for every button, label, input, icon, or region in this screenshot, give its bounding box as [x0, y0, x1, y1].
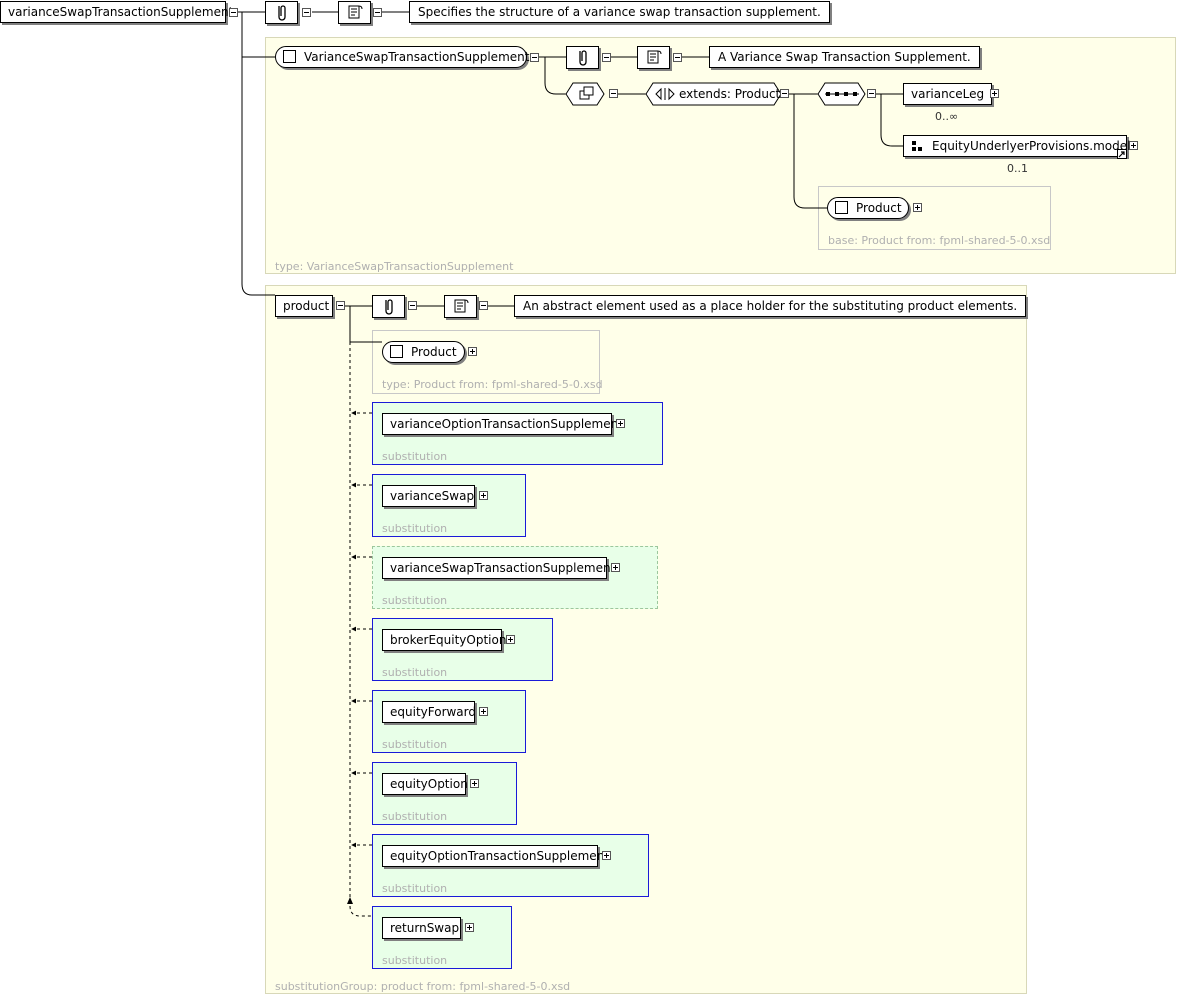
collapse-icon[interactable]	[373, 8, 382, 17]
group-icon	[912, 141, 922, 151]
product-type-node[interactable]: Product	[382, 341, 465, 363]
expand-icon[interactable]	[465, 923, 474, 932]
root-element[interactable]: varianceSwapTransactionSupplement	[0, 1, 233, 23]
substitution-element[interactable]: varianceSwapTransactionSupplement	[382, 557, 615, 579]
collapse-icon[interactable]	[530, 53, 539, 62]
substitution-element[interactable]: varianceSwap	[382, 485, 475, 507]
annotation-icon	[566, 46, 599, 69]
substitution-element[interactable]: equityOption	[382, 773, 468, 795]
substitution-element[interactable]: equityOptionTransactionSupplement	[382, 845, 609, 867]
substitution-caption: substitution	[382, 450, 448, 463]
substitution-caption: substitution	[382, 666, 448, 679]
group-label: EquityUnderlyerProvisions.model	[932, 139, 1131, 153]
reference-arrow-icon	[1117, 149, 1127, 159]
complex-type-node[interactable]: VarianceSwapTransactionSupplement	[275, 46, 530, 68]
product-documentation: An abstract element used as a place hold…	[514, 295, 1027, 317]
equity-underlyer-provisions-group[interactable]: EquityUnderlyerProvisions.model	[903, 135, 1131, 157]
documentation-icon	[338, 1, 371, 24]
collapse-icon[interactable]	[602, 53, 611, 62]
substitution-caption: substitution	[382, 738, 448, 751]
substitution-caption: substitution	[382, 882, 448, 895]
product-element[interactable]: product	[275, 295, 333, 317]
expand-icon[interactable]	[468, 347, 477, 356]
product-panel-caption: substitutionGroup: product from: fpml-sh…	[275, 980, 571, 993]
documentation-icon	[637, 46, 670, 69]
substitution-element[interactable]: returnSwap	[382, 917, 461, 939]
base-product-node[interactable]: Product	[827, 197, 909, 219]
expand-icon[interactable]	[616, 419, 625, 428]
variance-leg-element[interactable]: varianceLeg	[903, 83, 993, 105]
expand-icon[interactable]	[913, 203, 922, 212]
base-product-caption: base: Product from: fpml-shared-5-0.xsd	[828, 234, 1051, 247]
substitution-element[interactable]: equityForward	[382, 701, 476, 723]
collapse-icon[interactable]	[229, 8, 238, 17]
base-product-label: Product	[856, 201, 902, 215]
complex-type-label: VarianceSwapTransactionSupplement	[304, 50, 530, 64]
element-icon	[283, 50, 296, 63]
collapse-icon[interactable]	[408, 301, 417, 310]
collapse-icon[interactable]	[336, 301, 345, 310]
collapse-icon[interactable]	[479, 301, 488, 310]
expand-icon[interactable]	[506, 635, 515, 644]
collapse-icon[interactable]	[302, 8, 311, 17]
variance-leg-occurrence: 0..∞	[935, 110, 959, 123]
substitution-caption: substitution	[382, 810, 448, 823]
collapse-icon[interactable]	[867, 89, 876, 98]
substitution-element[interactable]: brokerEquityOption	[382, 629, 506, 651]
type-documentation: A Variance Swap Transaction Supplement.	[709, 46, 980, 68]
equity-underlyer-occurrence: 0..1	[1007, 162, 1028, 175]
expand-icon[interactable]	[602, 851, 611, 860]
product-type-box	[372, 330, 600, 394]
root-documentation: Specifies the structure of a variance sw…	[409, 1, 830, 23]
substitution-caption: substitution	[382, 594, 448, 607]
annotation-icon	[265, 1, 298, 24]
element-icon	[390, 345, 403, 358]
product-type-caption: type: Product from: fpml-shared-5-0.xsd	[382, 378, 603, 391]
base-product-box	[818, 186, 1051, 250]
complex-type-extension-icon	[566, 82, 605, 106]
collapse-icon[interactable]	[673, 53, 682, 62]
annotation-icon	[372, 295, 405, 318]
documentation-icon	[444, 295, 477, 318]
collapse-icon[interactable]	[609, 89, 618, 98]
element-icon	[835, 201, 848, 214]
expand-icon[interactable]	[1129, 141, 1138, 150]
collapse-icon[interactable]	[780, 89, 789, 98]
type-panel-caption: type: VarianceSwapTransactionSupplement	[275, 260, 514, 273]
substitution-element[interactable]: varianceOptionTransactionSupplement	[382, 413, 623, 435]
product-type-label: Product	[411, 345, 457, 359]
expand-icon[interactable]	[479, 491, 488, 500]
extends-label: extends: Product	[679, 87, 781, 101]
expand-icon[interactable]	[470, 779, 479, 788]
sequence-icon	[818, 82, 866, 106]
expand-icon[interactable]	[479, 707, 488, 716]
extends-node[interactable]	[646, 82, 782, 108]
expand-icon[interactable]	[990, 89, 999, 98]
substitution-caption: substitution	[382, 522, 448, 535]
substitution-caption: substitution	[382, 954, 448, 967]
expand-icon[interactable]	[611, 563, 620, 572]
